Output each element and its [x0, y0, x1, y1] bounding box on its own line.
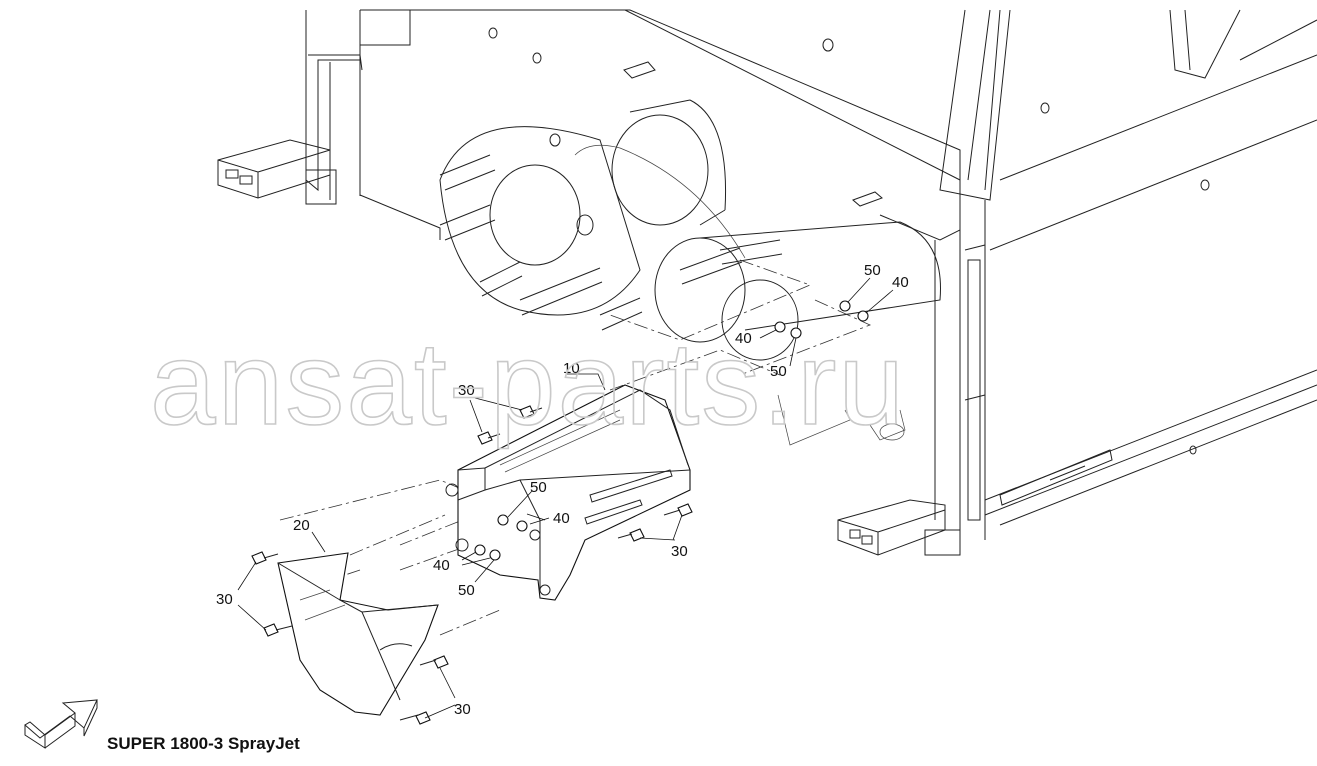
fasteners [251, 300, 869, 725]
part-10-bracket [445, 384, 691, 601]
callout-30-d: 30 [454, 701, 471, 718]
machine-frame [217, 9, 1317, 556]
part-20-deflector [277, 552, 439, 716]
washer-icon [857, 310, 869, 322]
callout-labels: 10 20 30 30 30 30 40 40 40 40 50 50 50 5… [216, 262, 909, 718]
callout-20: 20 [293, 517, 310, 534]
washer-icon [516, 520, 528, 532]
spray-tubes [439, 99, 941, 446]
screw-icon [519, 405, 543, 419]
screw-icon [251, 551, 279, 565]
callout-50-a: 50 [530, 479, 547, 496]
callout-10: 10 [563, 360, 580, 377]
callout-40-a: 40 [553, 510, 570, 527]
nut-icon [497, 514, 509, 526]
callout-50-b: 50 [458, 582, 475, 599]
callout-40-d: 40 [892, 274, 909, 291]
nut-icon [474, 544, 486, 556]
callout-30-a: 30 [458, 382, 475, 399]
model-caption: SUPER 1800-3 SprayJet [107, 734, 300, 753]
screw-icon [419, 655, 449, 669]
direction-arrow-icon [24, 699, 98, 749]
callout-50-c: 50 [770, 363, 787, 380]
screw-icon [477, 431, 501, 445]
callout-40-b: 40 [433, 557, 450, 574]
callout-50-d: 50 [864, 262, 881, 279]
screw-icon [617, 528, 645, 542]
callout-30-b: 30 [671, 543, 688, 560]
washer-icon [489, 549, 501, 561]
screw-icon [399, 711, 431, 725]
nut-icon [839, 300, 851, 312]
screw-icon [263, 623, 293, 637]
screw-icon [663, 503, 693, 517]
leader-lines [237, 277, 894, 719]
callout-40-c: 40 [735, 330, 752, 347]
washer-icon [774, 321, 786, 333]
watermark: ansat-parts.ru [150, 318, 906, 450]
callout-30-c: 30 [216, 591, 233, 608]
